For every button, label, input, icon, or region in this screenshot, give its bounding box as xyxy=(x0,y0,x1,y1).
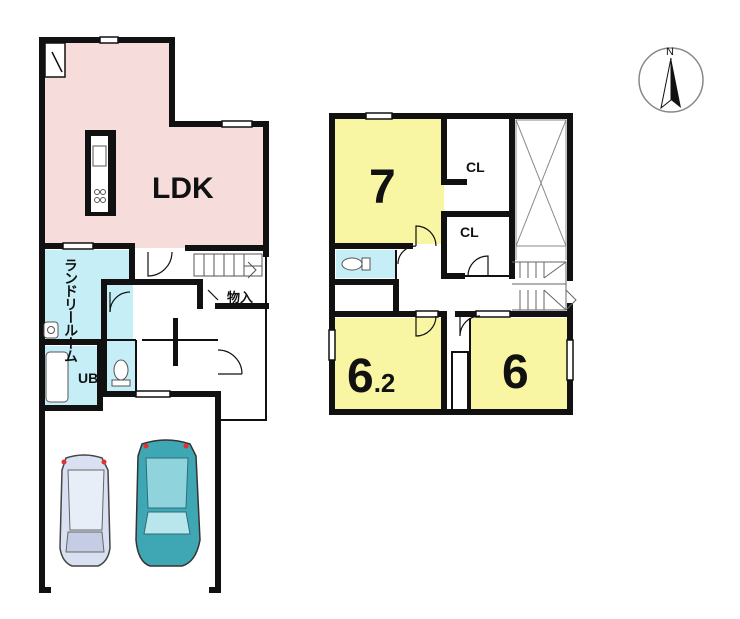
bath-label: UB xyxy=(78,370,98,386)
laundry-label: ランドリールーム xyxy=(62,258,78,363)
ldk-label: LDK xyxy=(152,172,214,205)
car-right xyxy=(135,439,201,567)
room-a xyxy=(334,118,444,244)
hall-pillar xyxy=(173,318,178,366)
kitchen-counter xyxy=(85,130,116,216)
stairs-floor1 xyxy=(193,253,263,279)
room-b-sub: .2 xyxy=(374,368,396,398)
car-left xyxy=(59,454,111,567)
storage-label: 物入 xyxy=(227,290,253,306)
closet-b-label: CL xyxy=(460,224,479,240)
floor2-plan: 7 CL CL 6.2 6 xyxy=(328,112,577,415)
room-a-label: 7 xyxy=(369,161,396,214)
stairs-floor2 xyxy=(512,261,577,311)
floor1-plan: LDK ランドリールーム 物入 UB xyxy=(39,36,269,593)
north-arrow-icon xyxy=(671,58,681,108)
void-area xyxy=(515,119,567,260)
toilet-bowl xyxy=(113,359,129,381)
compass-label: N xyxy=(666,46,674,58)
room-b-label: 6.2 xyxy=(347,350,395,403)
room-b-main: 6 xyxy=(347,350,374,403)
room-c-label: 6 xyxy=(502,346,529,399)
room-b xyxy=(334,318,442,410)
compass: N xyxy=(638,46,704,113)
laundry-sink xyxy=(43,321,59,339)
closet-a-label: CL xyxy=(466,159,485,175)
room-c xyxy=(470,318,568,410)
bath-tub xyxy=(45,351,69,403)
ldk-room xyxy=(42,40,266,248)
